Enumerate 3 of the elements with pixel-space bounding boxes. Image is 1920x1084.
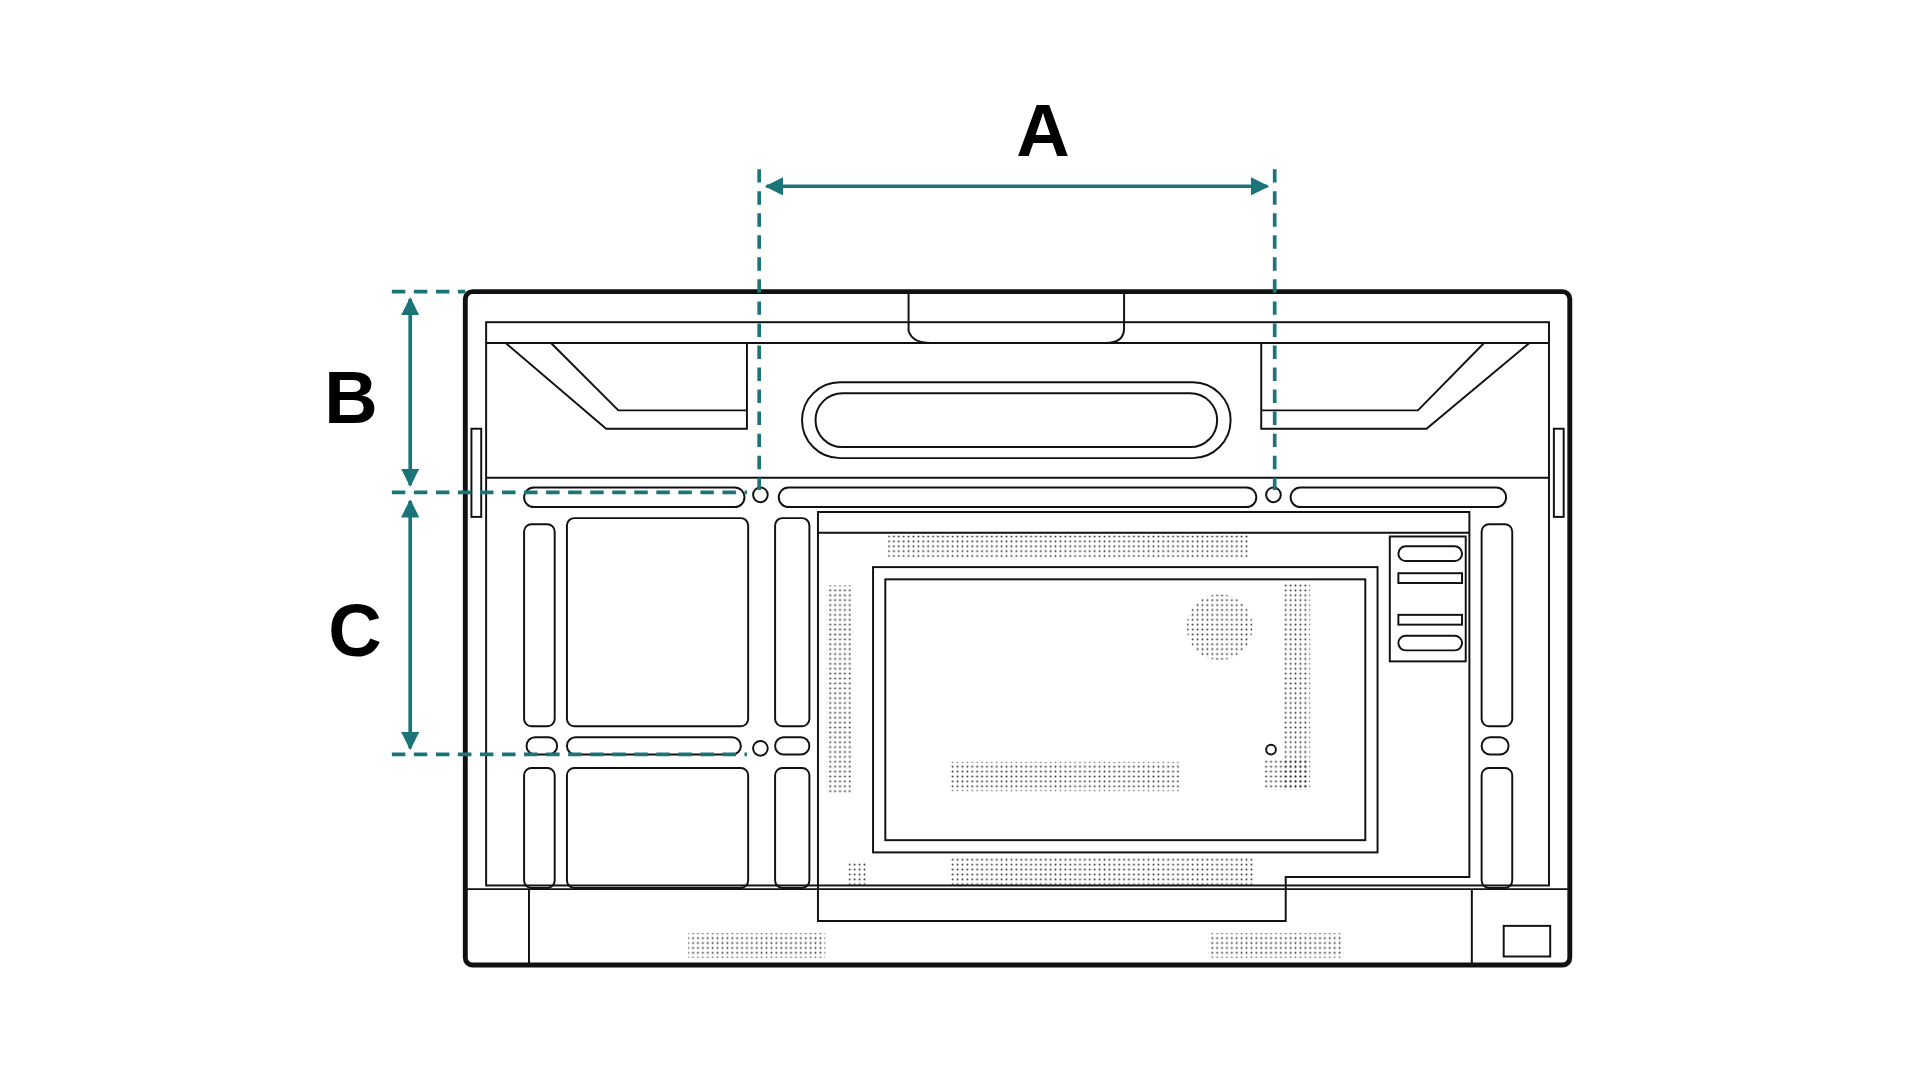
dimension-label: B: [324, 361, 378, 435]
dimension-label: C: [328, 594, 382, 668]
dimension-label: A: [1016, 94, 1070, 168]
